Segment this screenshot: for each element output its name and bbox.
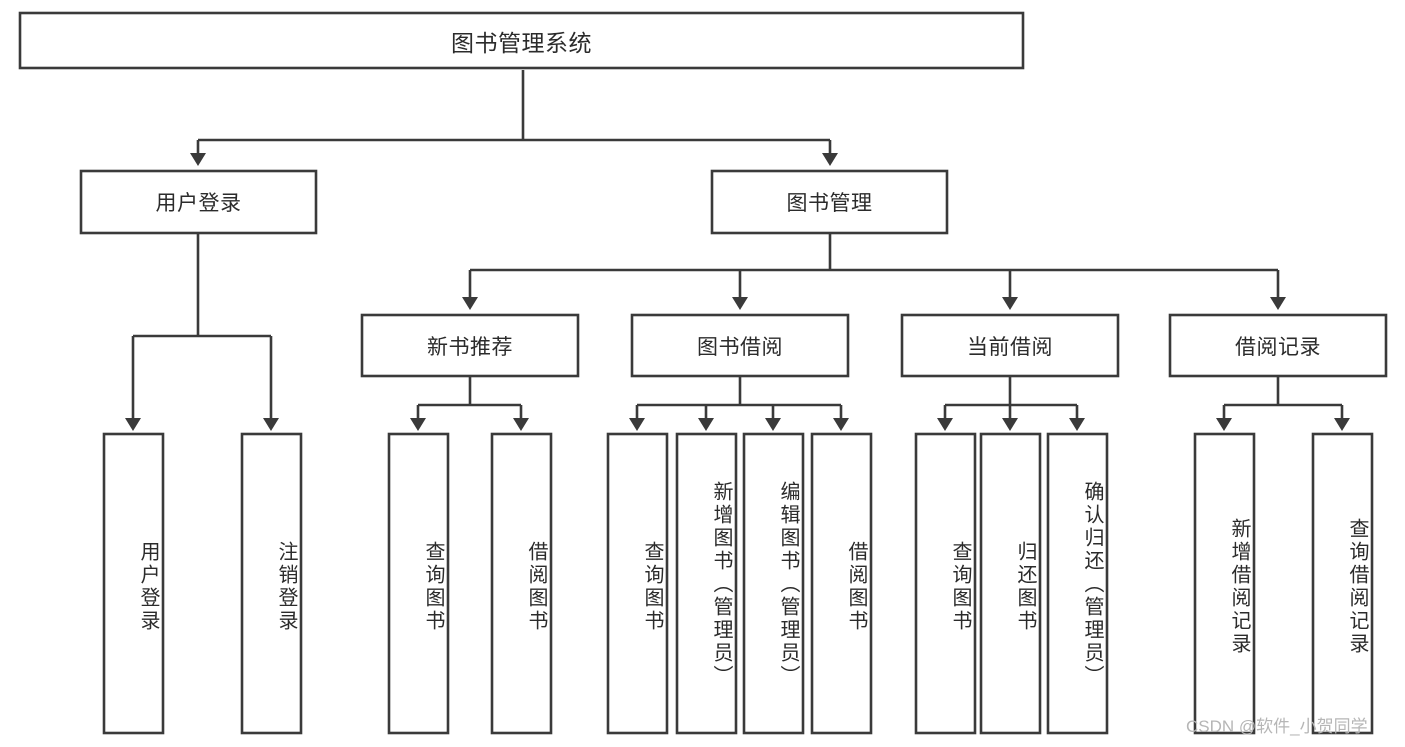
connector-group-current-borrow	[937, 377, 1085, 431]
connector-group-new-book-recommend	[410, 377, 529, 431]
node-box-leaf-user-logout[interactable]	[240, 432, 303, 735]
node-box-leaf-query-record[interactable]	[1311, 432, 1374, 735]
node-box-user-login[interactable]	[79, 169, 318, 235]
connector-group-book-management	[462, 234, 1286, 310]
node-box-leaf-add-record[interactable]	[1193, 432, 1256, 735]
node-box-current-borrow[interactable]	[900, 313, 1120, 378]
connector-group-root	[190, 70, 838, 166]
node-box-leaf-return-book[interactable]	[979, 432, 1042, 735]
node-box-leaf-add-book[interactable]	[675, 432, 738, 735]
node-box-leaf-borrow-book-1[interactable]	[490, 432, 553, 735]
connector-group-user-login	[125, 234, 279, 431]
csdn-watermark: CSDN @软件_小贺同学	[1186, 717, 1368, 736]
node-box-leaf-borrow-book-2[interactable]	[810, 432, 873, 735]
connector-group-borrow-record	[1216, 377, 1350, 431]
node-box-leaf-user-login[interactable]	[102, 432, 165, 735]
node-box-book-borrow[interactable]	[630, 313, 850, 378]
node-box-leaf-query-book-2[interactable]	[606, 432, 669, 735]
node-box-borrow-record[interactable]	[1168, 313, 1388, 378]
node-box-new-book-recommend[interactable]	[360, 313, 580, 378]
node-box-leaf-query-book-3[interactable]	[914, 432, 977, 735]
node-box-book-management[interactable]	[710, 169, 949, 235]
node-box-leaf-confirm-return[interactable]	[1046, 432, 1109, 735]
node-box-root[interactable]	[18, 11, 1025, 70]
node-box-leaf-edit-book[interactable]	[742, 432, 805, 735]
node-box-leaf-query-book-1[interactable]	[387, 432, 450, 735]
connector-group-book-borrow	[629, 377, 849, 431]
